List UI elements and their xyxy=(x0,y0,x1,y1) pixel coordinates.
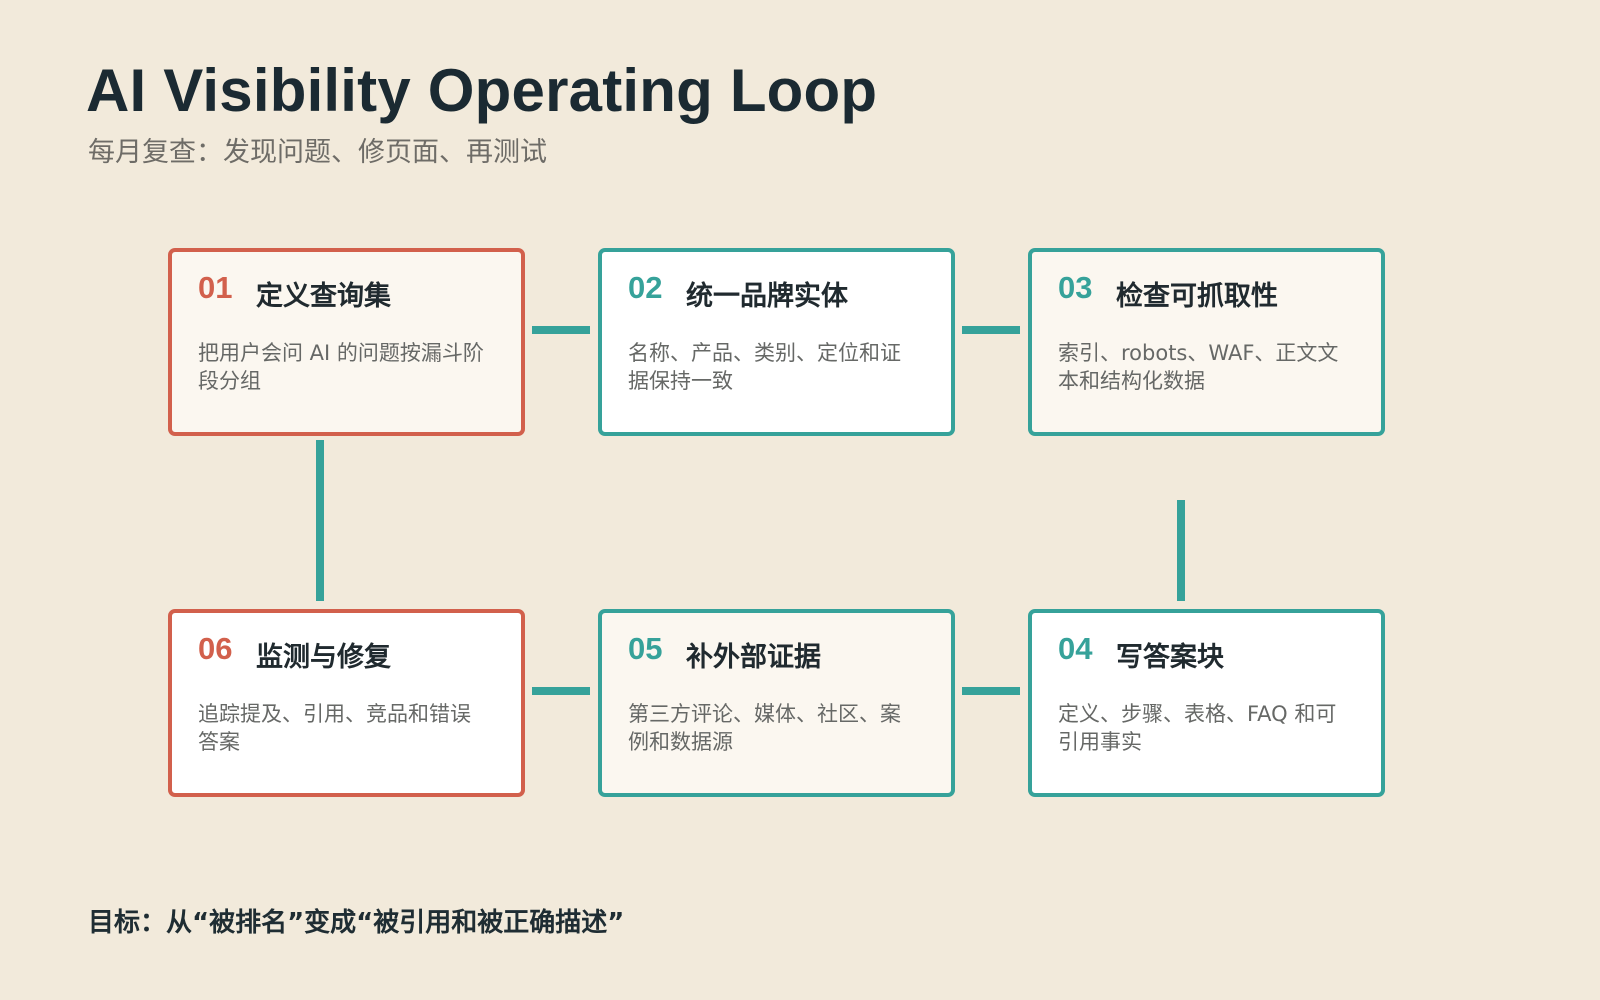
step-description: 名称、产品、类别、定位和证据保持一致 xyxy=(628,341,901,393)
step-title: 监测与修复 xyxy=(256,642,391,673)
step-title: 补外部证据 xyxy=(686,642,821,673)
step-number: 06 xyxy=(198,631,233,666)
step-number: 03 xyxy=(1058,270,1093,305)
step-title: 统一品牌实体 xyxy=(686,281,848,312)
connector-03-04 xyxy=(1177,500,1185,601)
step-title: 写答案块 xyxy=(1116,642,1224,673)
step-number: 05 xyxy=(628,631,663,666)
connector-04-05 xyxy=(962,687,1020,695)
step-description: 定义、步骤、表格、FAQ 和可引用事实 xyxy=(1058,702,1337,754)
step-card-04: 04 写答案块 定义、步骤、表格、FAQ 和可引用事实 xyxy=(1028,609,1385,797)
step-number: 01 xyxy=(198,270,233,305)
step-title: 检查可抓取性 xyxy=(1116,281,1278,312)
step-card-06: 06 监测与修复 追踪提及、引用、竞品和错误答案 xyxy=(168,609,525,797)
step-number: 02 xyxy=(628,270,663,305)
step-card-02: 02 统一品牌实体 名称、产品、类别、定位和证据保持一致 xyxy=(598,248,955,436)
step-card-03: 03 检查可抓取性 索引、robots、WAF、正文文本和结构化数据 xyxy=(1028,248,1385,436)
step-description: 追踪提及、引用、竞品和错误答案 xyxy=(198,702,471,754)
goal-statement: 目标：从“被排名”变成“被引用和被正确描述” xyxy=(88,908,625,938)
connector-01-02 xyxy=(532,326,590,334)
step-card-01: 01 定义查询集 把用户会问 AI 的问题按漏斗阶段分组 xyxy=(168,248,525,436)
connector-06-01 xyxy=(316,440,324,601)
page-title: AI Visibility Operating Loop xyxy=(86,57,878,124)
connector-02-03 xyxy=(962,326,1020,334)
connector-05-06 xyxy=(532,687,590,695)
step-description: 第三方评论、媒体、社区、案例和数据源 xyxy=(628,702,901,754)
page-subtitle: 每月复查：发现问题、修页面、再测试 xyxy=(88,137,547,168)
step-title: 定义查询集 xyxy=(256,281,391,312)
step-description: 把用户会问 AI 的问题按漏斗阶段分组 xyxy=(198,341,484,393)
step-number: 04 xyxy=(1058,631,1093,666)
step-card-05: 05 补外部证据 第三方评论、媒体、社区、案例和数据源 xyxy=(598,609,955,797)
step-description: 索引、robots、WAF、正文文本和结构化数据 xyxy=(1058,341,1339,393)
